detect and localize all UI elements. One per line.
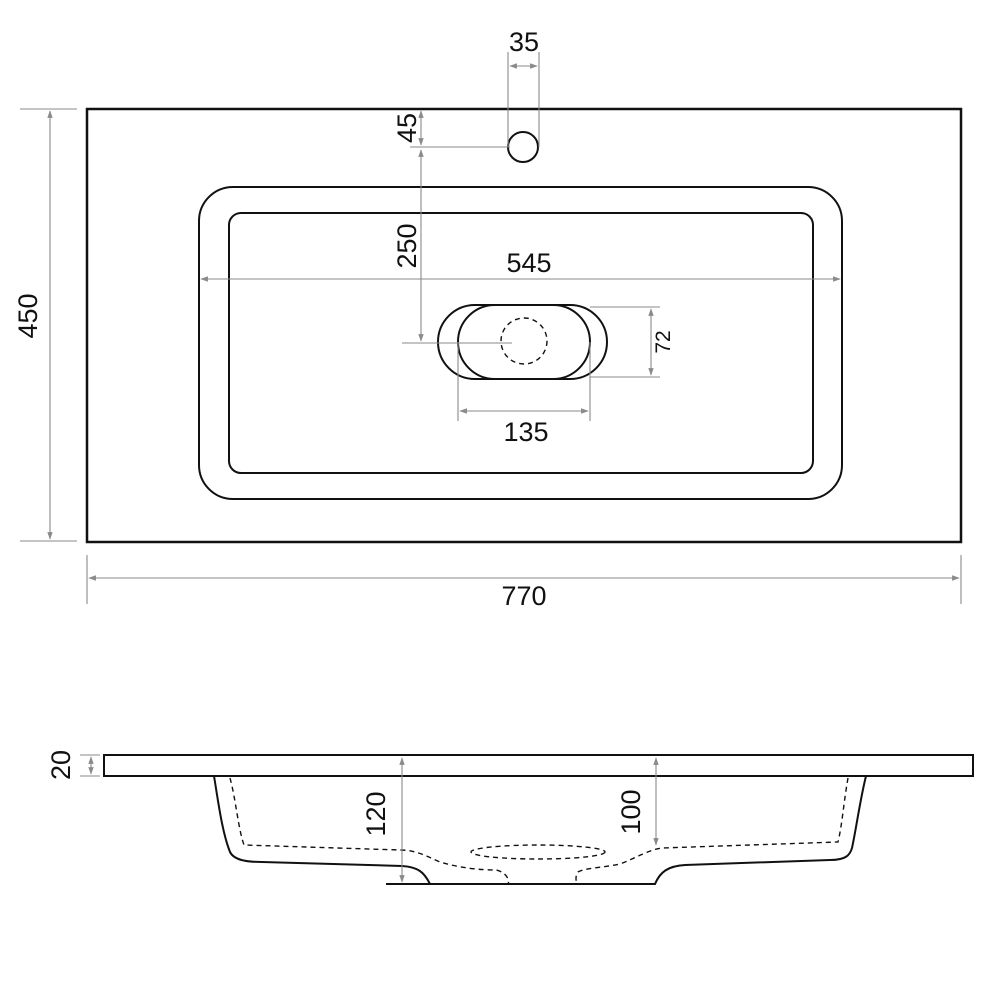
- basin-inner-hidden-right: [575, 777, 849, 885]
- dim-label-770: 770: [501, 581, 546, 611]
- dim-label-135: 135: [503, 417, 548, 447]
- dim-label-35: 35: [509, 27, 539, 57]
- dimension-basin-depth-total: 120: [361, 757, 405, 883]
- dim-label-250: 250: [392, 223, 422, 268]
- dim-label-120: 120: [361, 791, 391, 836]
- basin-inner-hidden-left: [229, 777, 510, 885]
- dim-label-72: 72: [652, 330, 675, 353]
- dimension-drain-height: 72: [590, 306, 675, 378]
- dimension-basin-depth-inner: 100: [616, 757, 659, 846]
- basin-body-profile: [213, 775, 867, 885]
- dimension-basin-width: 545: [200, 248, 841, 282]
- drain-inner-outline: [457, 304, 591, 380]
- basin-outer-rim: [198, 186, 843, 500]
- dim-label-45: 45: [392, 113, 422, 143]
- slab-section: [103, 754, 974, 777]
- dimension-overall-width: 770: [86, 555, 962, 611]
- dimension-overall-depth: 450: [13, 108, 77, 542]
- dimension-drain-width: 135: [457, 342, 591, 447]
- dim-label-450: 450: [13, 293, 43, 338]
- drain-hidden-ellipse: [470, 844, 606, 860]
- tap-hole: [507, 131, 539, 163]
- countertop-outline: [85, 107, 963, 544]
- drain-outer-outline: [437, 304, 608, 380]
- dimension-tap-hole-diameter: 35: [507, 27, 540, 147]
- side-view: 20 120 100: [46, 750, 974, 885]
- dimension-drain-center: 250: [392, 149, 512, 344]
- dim-label-100: 100: [616, 789, 646, 834]
- drain-hole-hidden: [500, 317, 548, 365]
- dimension-slab-thickness: 20: [46, 750, 100, 780]
- basin-inner-rim: [228, 212, 814, 474]
- dim-label-545: 545: [506, 248, 551, 278]
- dim-label-20: 20: [46, 750, 76, 780]
- top-view: 35 45 250 545 72: [13, 27, 963, 611]
- dimension-tap-offset: 45: [392, 110, 510, 148]
